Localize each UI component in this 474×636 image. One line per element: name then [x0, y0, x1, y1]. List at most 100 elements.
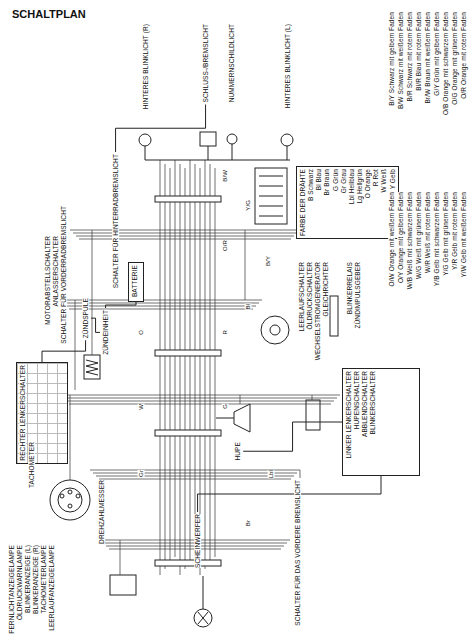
plug-connector: [155, 196, 221, 202]
component-box: LINKER LENKERSCHALTERHUPENSCHALTERABBLEN…: [342, 368, 420, 476]
harness-wire: [160, 160, 161, 575]
component-label: HINTERES BLINKLICHT (L): [284, 24, 291, 108]
component-box: BATTERIE: [128, 262, 144, 302]
component-sublabel: R Rot: [372, 169, 379, 186]
harness-wire: [312, 395, 313, 400]
gauge-symbol: [50, 480, 90, 520]
wire-connector: [198, 476, 381, 512]
color-code-entry: O/B Orange mit schwarzem Faden: [442, 12, 449, 115]
harness-wire: [195, 164, 196, 557]
plug-connector: [155, 430, 221, 436]
component-sublabel: G Grün: [332, 169, 339, 191]
color-code-entry: Y/B Gelb mit schwarzem Faden: [433, 192, 440, 286]
component-label: ZÜNDSPULE: [82, 298, 89, 338]
wire-connector: [116, 104, 206, 152]
component-sublabel: Bl Blau: [315, 169, 322, 190]
lamp-symbol: [139, 134, 151, 146]
switch-symbol: [330, 296, 338, 336]
color-code-entry: O/G Orange mit grünem Faden: [451, 12, 458, 105]
component-label: BATTERIE: [131, 265, 138, 297]
component-label: HUPE: [234, 442, 241, 460]
component-box: SCHLUSS-/BREMSLICHT: [200, 22, 211, 104]
part-label: GLEICHRICHTER: [322, 262, 329, 316]
harness-wire: [120, 540, 121, 575]
harness-wire: [76, 236, 294, 237]
color-code-entry: Y/W Gelb mit weißem Faden: [460, 192, 467, 278]
wire-color-code: Bl: [245, 304, 252, 310]
rear-wires: [145, 144, 290, 160]
component-label: TACHOMETER: [28, 442, 35, 488]
relay-pins: [259, 176, 283, 216]
part-label: BLINKERANZEIGE (R): [32, 545, 39, 614]
harness-wire: [185, 168, 186, 569]
diagram-title: SCHALTPLAN: [12, 8, 86, 20]
harness-wire: [92, 230, 93, 355]
component-sublabel: Y Gelb: [389, 169, 396, 189]
harness-wire: [93, 473, 297, 474]
headlight-wires: [198, 576, 208, 624]
lamp-symbol: [281, 134, 293, 146]
harness-wire: [63, 398, 337, 399]
wire-color-code: O/R: [222, 240, 229, 251]
component-sublabel: Lg Hellgrün: [356, 169, 363, 203]
harness-wire: [79, 239, 291, 240]
component-sublabel: BLINKERSCHALTER: [369, 371, 376, 435]
color-code-entry: W/R Weiß mit rotem Faden: [424, 192, 431, 273]
color-code-entry: Y/R Gelb mit rotem Faden: [451, 192, 458, 270]
color-code-entry: Y/G Gelb mit grünem Faden: [442, 192, 449, 276]
part-label: BLINKERRELAIS: [346, 262, 353, 314]
component-box: SCHEINWERFER: [192, 512, 203, 570]
color-code-entry: W/G Weiß mit grünem Faden: [415, 192, 422, 279]
component-label: FARBE DER DRÄHTE: [299, 169, 306, 236]
component-label: SCHEINWERFER: [194, 514, 201, 568]
lamp-symbol: [200, 132, 216, 146]
part-label: SCHALTER FÜR VORDERRADBREMSLICHT: [60, 206, 67, 344]
lamp-symbol: [227, 134, 237, 144]
generator-symbol: [261, 316, 289, 344]
color-code-entry: W/B Weiß mit schwarzem Faden: [406, 192, 413, 289]
component-sublabel: Lbl Hellblau: [348, 169, 355, 204]
harness-wire: [210, 164, 211, 563]
wire-color-code: B/W: [222, 170, 229, 182]
harness-wire: [215, 168, 216, 557]
harness-wire: [190, 160, 191, 563]
wire-color-code: G: [222, 404, 229, 409]
color-code-entry: O/Y Orange mit gelbem Faden: [397, 192, 404, 283]
component-label: SCHALTER FÜR HINTERRADBREMSLICHT: [112, 154, 119, 288]
component-label: HINTERES BLINKLICHT (R): [142, 24, 149, 109]
harness-wire: [170, 168, 171, 563]
wire-color-code: Gr: [138, 470, 145, 477]
harness-wire: [66, 306, 256, 307]
wire-connector: [243, 422, 342, 451]
component-box: HINTERES BLINKLICHT (L): [282, 22, 293, 110]
harness-wire: [73, 233, 297, 234]
wire-color-code: W: [138, 404, 145, 410]
wire-color-code: Y/G: [245, 200, 252, 211]
component-sublabel: Gr Grau: [340, 169, 347, 193]
component-box: HINTERES BLINKLICHT (R): [140, 22, 151, 111]
harness-wire: [69, 404, 331, 405]
indicator-lamp: [68, 504, 72, 508]
plug-connector: [155, 560, 221, 566]
harness-wire: [60, 300, 262, 301]
component-box: SCHALTER FÜR DAS VORDERE BREMSLICHT: [292, 478, 303, 628]
part-label: ÖLDRUCKSCHALTER: [306, 262, 313, 329]
harness-wire: [180, 164, 181, 575]
component-box: ZÜNDSPULE: [80, 296, 91, 340]
component-sublabel: ABBLENDSCHALTER: [361, 371, 368, 437]
component-label: LINKER LENKERSCHALTER: [345, 371, 352, 459]
wire-color-code: B/Y: [265, 256, 272, 266]
harness-wire: [60, 395, 340, 396]
indicator-lamp: [76, 494, 80, 498]
coil-winding: [86, 360, 98, 375]
harness-wire: [300, 470, 301, 478]
component-label: DREHZAHLMESSER: [98, 480, 105, 544]
color-code-entry: G/Y Grün mit gelbem Faden: [433, 12, 440, 96]
indicator-lamp: [68, 490, 72, 494]
component-label: SCHALTER FÜR DAS VORDERE BREMSLICHT: [294, 480, 301, 626]
component-sublabel: HUPENSCHALTER: [353, 371, 360, 429]
color-code-entry: B/R Schwarz mit rotem Faden: [406, 12, 413, 101]
harness-wire: [240, 395, 241, 404]
horn-symbol: [216, 404, 250, 432]
part-label: ZÜNDIMPULSGEBER: [354, 262, 361, 329]
